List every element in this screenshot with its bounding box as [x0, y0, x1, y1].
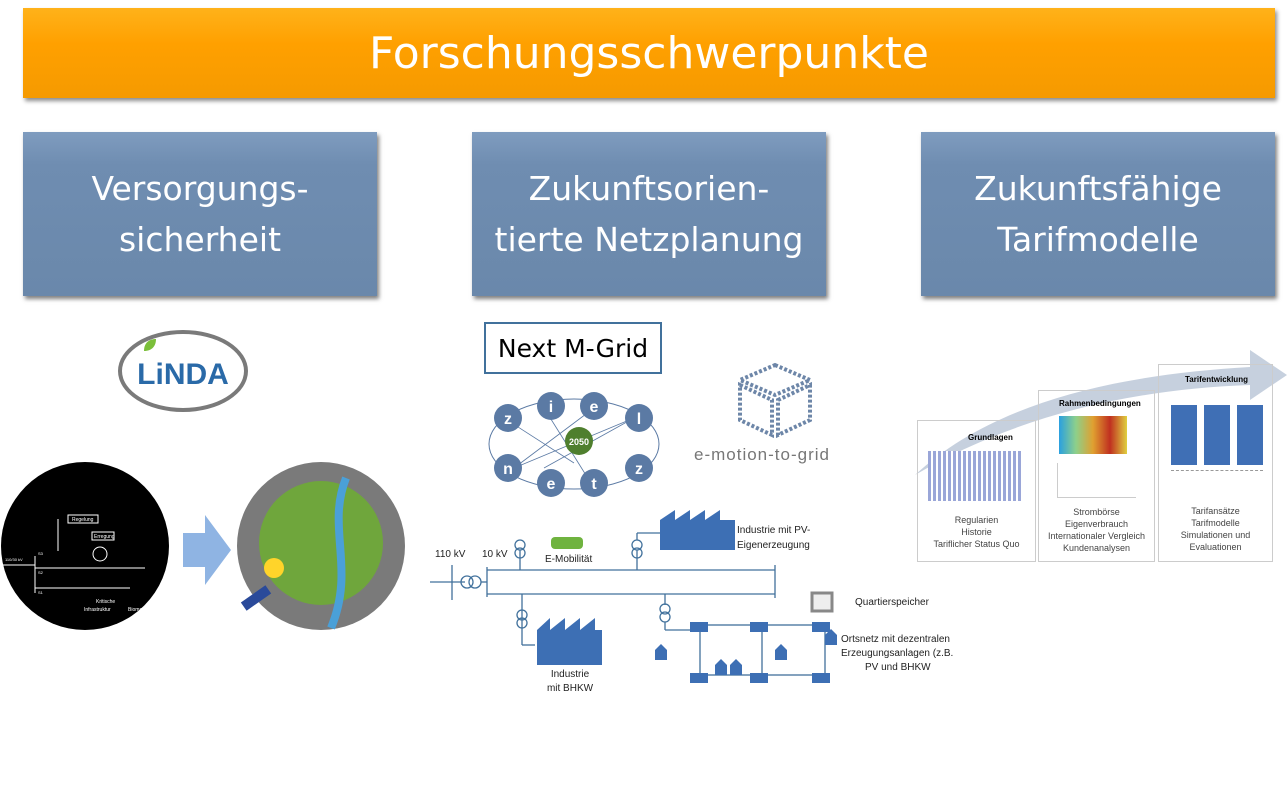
- label-industrie-bhkw: mit BHKW: [547, 683, 594, 694]
- label-kritische: Kritische: [96, 599, 115, 605]
- label-industrie-pv: Eigenerzeugung: [737, 540, 810, 551]
- topic-line: Zukunftsorien-: [528, 169, 770, 208]
- title-banner: Forschungsschwerpunkte: [23, 8, 1275, 98]
- label-110kv: 110 kV: [435, 549, 466, 560]
- topic-line: sicherheit: [118, 220, 282, 259]
- zielnetz-year: 2050: [569, 437, 589, 447]
- label-s2: S2: [38, 570, 44, 575]
- label-industrie-pv: Industrie mit PV-: [737, 525, 810, 536]
- topic-line: Versorgungs-: [91, 169, 309, 208]
- stage-line: Strombörse: [1073, 507, 1120, 517]
- page-title: Forschungsschwerpunkte: [368, 27, 930, 79]
- label-s1: S1: [38, 590, 44, 595]
- label-ortsnetz: PV und BHKW: [865, 662, 931, 673]
- stage-line: Tarifansätze: [1191, 506, 1240, 516]
- stage-line: Internationaler Vergleich: [1047, 531, 1146, 541]
- progress-arrow: [915, 350, 1287, 475]
- linda-logo-text: LiNDA: [137, 358, 229, 391]
- stage-line: Simulationen und: [1180, 530, 1251, 540]
- stage-line: Kundenanalysen: [1062, 543, 1131, 553]
- label-emobilitaet: E-Mobilität: [545, 554, 592, 565]
- label-infrastruktur: Infrastruktur: [84, 607, 111, 613]
- topic-box-versorgungssicherheit: Versorgungs-sicherheit: [23, 132, 377, 296]
- linda-logo: LiNDA: [118, 330, 248, 412]
- stage-chart-image: [928, 451, 1023, 501]
- village-map-circle: [237, 462, 405, 630]
- topic-line: Zukunftsfähige: [974, 169, 1222, 208]
- label-biomasse: Biomasse: [128, 607, 150, 613]
- next-m-grid-text: Next M-Grid: [497, 333, 649, 363]
- label-voltage: 110/30 kV: [5, 557, 23, 562]
- stage-tiles-image: [1171, 405, 1263, 465]
- stage-line: Tariflicher Status Quo: [933, 539, 1020, 549]
- stage-flow-image: [1171, 470, 1263, 501]
- stage-heatmap-image: [1059, 416, 1127, 454]
- grid-topology-diagram: 110 kV 10 kV E-Mobilität Industrie mit PV…: [430, 510, 953, 694]
- leaf-icon: [144, 339, 156, 351]
- stage-line: Tarifmodelle: [1191, 518, 1240, 528]
- emotion-cube-icon: [735, 362, 815, 439]
- zielnetz-letter: t: [591, 476, 597, 493]
- zielnetz-letter: e: [547, 476, 556, 493]
- zielnetz-letter: z: [635, 461, 643, 478]
- zielnetz-logo: 2050 z i e l n e t z: [488, 392, 660, 497]
- circuit-diagram-circle: Regelung Erregung G 110/30 kV S3 S2 S1 K…: [0, 462, 169, 630]
- zielnetz-letter: i: [549, 399, 553, 416]
- label-quartierspeicher: Quartierspeicher: [855, 597, 930, 608]
- label-10kv: 10 kV: [482, 549, 508, 560]
- label-industrie-bhkw: Industrie: [551, 669, 590, 680]
- next-m-grid-logo: Next M-Grid: [484, 322, 662, 374]
- stage-line: Regularien: [954, 515, 999, 525]
- zielnetz-letter: e: [590, 399, 599, 416]
- label-ortsnetz: Ortsnetz mit dezentralen: [841, 634, 950, 645]
- topic-line: tierte Netzplanung: [494, 220, 804, 259]
- zielnetz-letter: l: [637, 411, 641, 428]
- stage-title: Tarifentwicklung: [1185, 375, 1248, 384]
- stage-line: Historie: [961, 527, 992, 537]
- arrow-right-icon: [183, 515, 231, 585]
- label-s3: S3: [38, 551, 44, 556]
- zielnetz-letter: z: [504, 411, 512, 428]
- label-regelung: Regelung: [72, 517, 94, 523]
- stage-line-chart-image: [1057, 463, 1136, 498]
- label-ortsnetz: Erzeugungsanlagen (z.B.: [841, 648, 953, 659]
- topic-line: Tarifmodelle: [997, 220, 1199, 259]
- label-erregung: Erregung: [94, 534, 115, 540]
- label-g: G: [97, 553, 102, 559]
- topic-box-netzplanung: Zukunftsorien-tierte Netzplanung: [472, 132, 826, 296]
- zielnetz-letter: n: [503, 461, 513, 478]
- stage-title: Grundlagen: [968, 433, 1013, 442]
- stage-title: Rahmenbedingungen: [1059, 399, 1141, 408]
- emotion-logo-text: e-motion-to-grid: [694, 445, 830, 464]
- stage-line: Eigenverbrauch: [1064, 519, 1129, 529]
- stage-line: Evaluationen: [1189, 542, 1242, 552]
